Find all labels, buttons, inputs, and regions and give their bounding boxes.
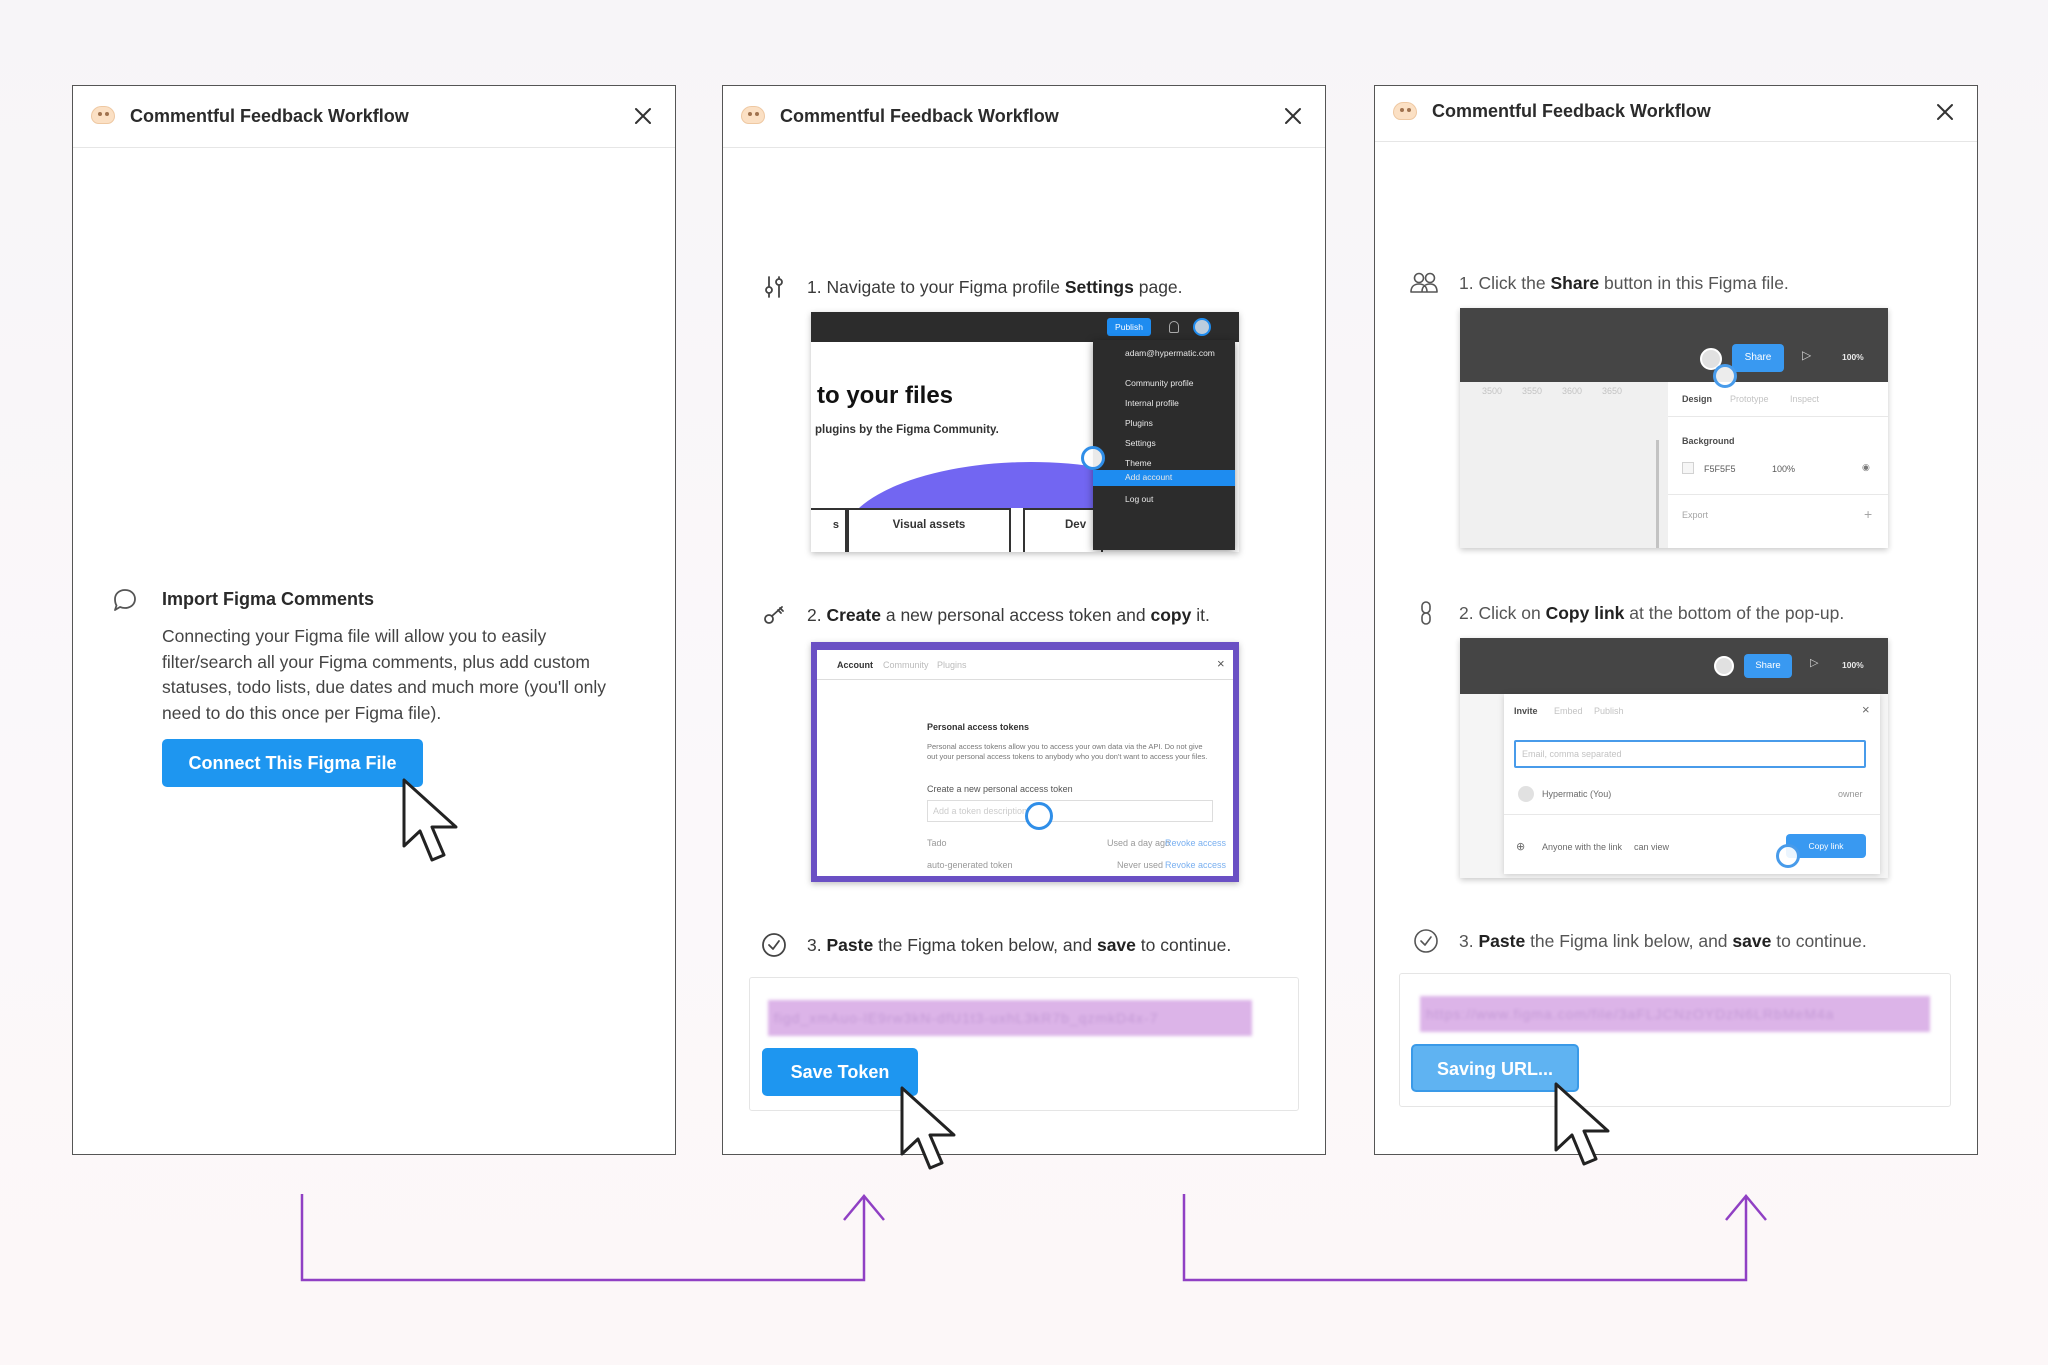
settings-sliders-icon [765,276,783,298]
step-2-text: 2. Create a new personal access token an… [807,605,1210,625]
figma-token-screenshot: Account Community Plugins × Personal acc… [811,642,1239,882]
connect-figma-file-button[interactable]: Connect This Figma File [162,739,423,787]
commentful-logo-icon [91,106,115,124]
flow-arrow-2-to-3 [1182,1194,1767,1282]
commentful-logo-icon [1393,102,1417,120]
plugin-panel-connect: Commentful Feedback Workflow Import Figm… [72,85,676,1155]
panel-title: Commentful Feedback Workflow [130,106,409,126]
mouse-cursor-icon [402,778,458,862]
users-icon [1410,272,1438,293]
panel-header: Commentful Feedback Workflow [73,86,675,148]
close-icon[interactable] [1281,104,1305,128]
plugin-panel-link: Commentful Feedback Workflow 1. Click th… [1374,85,1978,1166]
panel-header: Commentful Feedback Workflow [1375,86,1977,142]
saving-url-button[interactable]: Saving URL... [1411,1044,1579,1092]
step-3-text: 3. Paste the Figma link below, and save … [1459,931,1867,951]
figma-account-menu: adam@hypermatic.com Community profile In… [1093,340,1235,550]
token-input[interactable]: figd_xmAuo-lE9rw3kN-dfU1t3-uxhL3kR7b_qzm… [768,1000,1252,1036]
close-icon[interactable] [1933,100,1957,124]
step-1-text: 1. Click the Share button in this Figma … [1459,273,1789,293]
figma-copy-link-screenshot: Share ▷ 100% Invite Embed Publish × Emai… [1460,638,1888,878]
panel-title: Commentful Feedback Workflow [1432,101,1711,121]
step-3-text: 3. Paste the Figma token below, and save… [807,935,1232,955]
close-icon[interactable] [631,104,655,128]
check-circle-icon [1414,929,1438,953]
plugin-panel-token: Commentful Feedback Workflow 1. Navigate… [722,85,1326,1170]
import-heading: Import Figma Comments [162,589,375,609]
comment-icon [114,589,136,611]
figma-share-screenshot: Share ▷ 100% 3500 3550 3600 3650 Design … [1460,308,1888,548]
link-icon [1421,601,1431,625]
commentful-logo-icon [741,106,765,124]
flow-arrow-1-to-2 [300,1194,885,1282]
figma-link-input[interactable]: https://www.figma.com/file/3aFLJCNzOYDzN… [1420,996,1930,1032]
panel-title: Commentful Feedback Workflow [780,106,1059,126]
check-circle-icon [762,933,786,957]
panel-header: Commentful Feedback Workflow [723,86,1325,148]
figma-settings-screenshot: Publish to your files plugins by the Fig… [811,312,1239,552]
save-token-button[interactable]: Save Token [762,1048,918,1096]
step-1-text: 1. Navigate to your Figma profile Settin… [807,277,1183,297]
step-2-text: 2. Click on Copy link at the bottom of t… [1459,603,1845,623]
key-icon [764,606,784,624]
import-description: Connecting your Figma file will allow yo… [162,626,606,723]
